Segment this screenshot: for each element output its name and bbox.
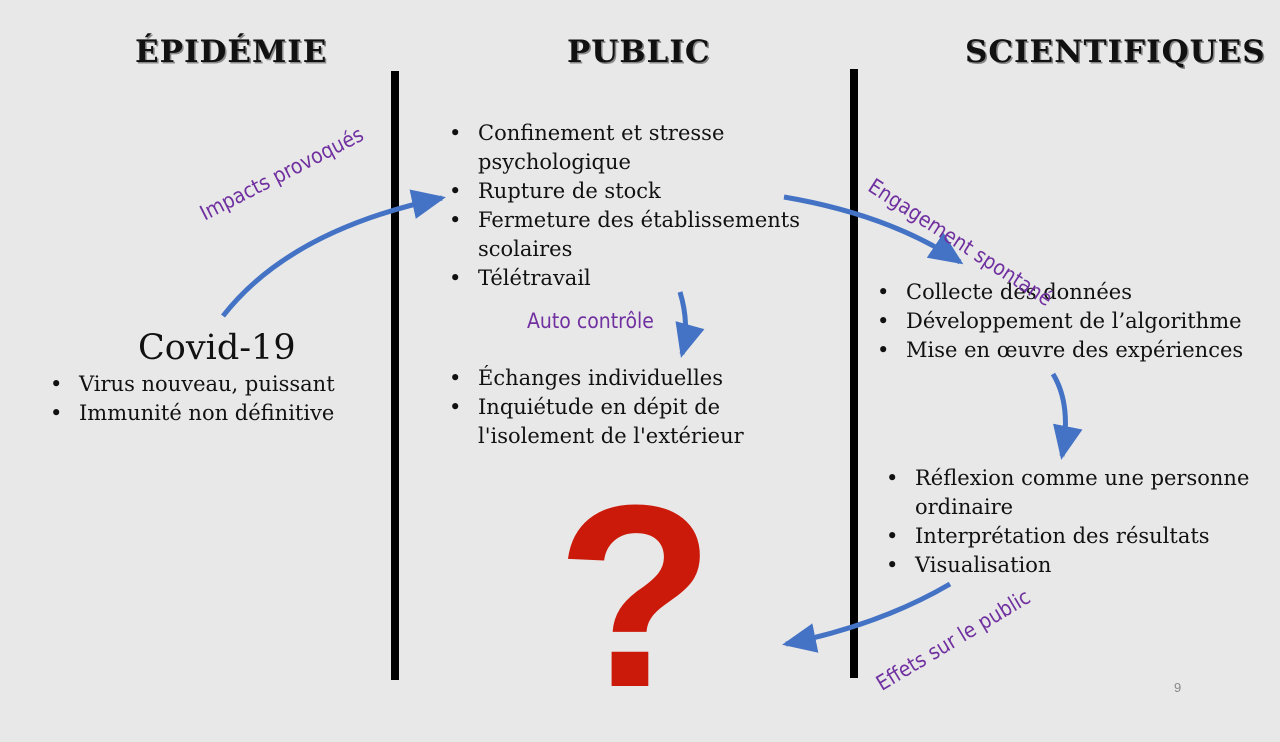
list-item: Mise en œuvre des expériences [877,336,1267,365]
column-divider-right [850,69,858,678]
list-item: Collecte des données [877,278,1267,307]
column-title-public: PUBLIC [567,34,711,70]
list-item: Développement de l’algorithme [877,307,1267,336]
list-item: Inquiétude en dépit de l'isolement de l'… [449,393,789,451]
list-item: Interprétation des résultats [886,522,1256,551]
scientifiques-actions-list: Collecte des données Développement de l’… [877,278,1267,365]
auto-controle-arrow [675,291,705,358]
list-item: Rupture de stock [449,177,839,206]
vers-reflexion-arrow [1050,372,1083,460]
list-item: Confinement et stresse psychologique [449,119,839,177]
list-item: Virus nouveau, puissant [50,370,380,399]
public-impacts-list: Confinement et stresse psychologique Rup… [449,119,839,293]
impacts-arrow [221,189,446,318]
column-title-epidemie: ÉPIDÉMIE [135,34,328,70]
epidemie-list: Virus nouveau, puissant Immunité non déf… [50,370,380,428]
column-title-scientifiques: SCIENTIFIQUES [965,34,1266,70]
list-item: Échanges individuelles [449,364,789,393]
epidemie-title: Covid-19 [138,328,296,368]
scientifiques-outputs-list: Réflexion comme une personne ordinaire I… [886,464,1256,580]
list-item: Réflexion comme une personne ordinaire [886,464,1256,522]
auto-controle-label: Auto contrôle [527,309,654,333]
column-divider-left [391,71,399,680]
list-item: Immunité non définitive [50,399,380,428]
slide-number: 9 [1174,680,1182,695]
effets-arrow [782,581,952,653]
list-item: Télétravail [449,264,839,293]
list-item: Visualisation [886,551,1256,580]
question-mark-icon: ? [556,452,715,742]
public-reactions-list: Échanges individuelles Inquiétude en dép… [449,364,789,451]
list-item: Fermeture des établissements scolaires [449,206,839,264]
